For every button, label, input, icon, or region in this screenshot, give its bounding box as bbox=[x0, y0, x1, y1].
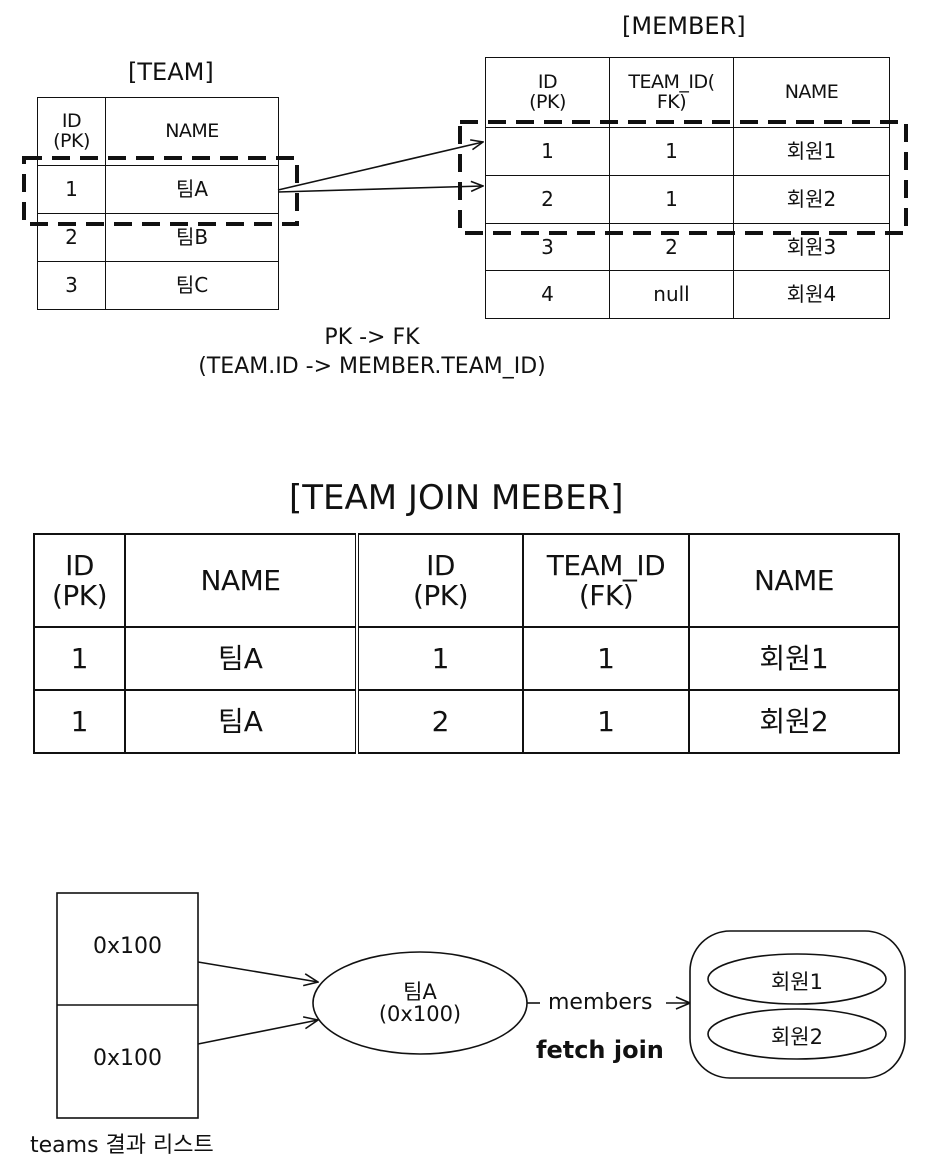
join-table: ID (PK) NAME ID (PK) TEAM_ID (FK) NAME 1… bbox=[33, 533, 900, 754]
member-cell-id: 1 bbox=[485, 127, 610, 176]
member-row: 1 1 회원1 bbox=[485, 127, 890, 176]
member-node bbox=[707, 953, 887, 1005]
list-to-team-arrow-1 bbox=[197, 961, 318, 982]
join-cell-member-team-id: 1 bbox=[522, 626, 690, 691]
team-row: 2 팀B bbox=[37, 213, 279, 262]
member-cell-team-id: 1 bbox=[609, 175, 734, 224]
join-header-member-name: NAME bbox=[688, 533, 900, 628]
member-node-label: 회원1 bbox=[770, 970, 823, 994]
team-row-highlight bbox=[22, 156, 299, 226]
member-cell-id: 2 bbox=[485, 175, 610, 224]
member-header-name: NAME bbox=[733, 57, 890, 128]
member-header-row: ID (PK) TEAM_ID( FK) NAME bbox=[485, 57, 890, 128]
team-cell-name: 팀A bbox=[105, 165, 279, 214]
team-header-id: ID (PK) bbox=[37, 97, 106, 166]
member-cell-team-id: null bbox=[609, 270, 734, 319]
fk-caption-line2: (TEAM.ID -> MEMBER.TEAM_ID) bbox=[198, 354, 546, 379]
team-node-label-line1: 팀A bbox=[403, 980, 437, 1004]
member-cell-name: 회원4 bbox=[733, 270, 890, 319]
join-cell-member-id: 2 bbox=[355, 689, 524, 754]
member-node-label: 회원2 bbox=[770, 1025, 823, 1049]
team-row: 1 팀A bbox=[37, 165, 279, 214]
join-header-team-id: ID (PK) bbox=[33, 533, 126, 628]
join-header-row: ID (PK) NAME ID (PK) TEAM_ID (FK) NAME bbox=[33, 533, 900, 628]
join-header-team-name: NAME bbox=[124, 533, 358, 628]
join-cell-member-team-id: 1 bbox=[522, 689, 690, 754]
join-cell-member-name: 회원1 bbox=[688, 626, 900, 691]
team-header-name: NAME bbox=[105, 97, 279, 166]
team-cell-name: 팀B bbox=[105, 213, 279, 262]
list-cell-value: 0x100 bbox=[92, 934, 162, 959]
team-row: 3 팀C bbox=[37, 261, 279, 310]
member-row: 4 null 회원4 bbox=[485, 270, 890, 319]
member-node bbox=[707, 1008, 887, 1060]
team-cell-id: 3 bbox=[37, 261, 106, 310]
team-header-row: ID (PK) NAME bbox=[37, 97, 279, 166]
team-cell-name: 팀C bbox=[105, 261, 279, 310]
team-node-label-line2: (0x100) bbox=[378, 1002, 462, 1026]
team-cell-id: 2 bbox=[37, 213, 106, 262]
member-cell-name: 회원1 bbox=[733, 127, 890, 176]
fk-caption-line1: PK -> FK bbox=[324, 325, 420, 350]
fk-arrow-1 bbox=[277, 142, 483, 191]
join-cell-team-id: 1 bbox=[33, 689, 126, 754]
list-to-team-arrow-2 bbox=[197, 1020, 318, 1045]
member-cell-name: 회원2 bbox=[733, 175, 890, 224]
fk-arrow-2 bbox=[277, 186, 483, 193]
members-edge-label: members bbox=[548, 990, 653, 1015]
team-table-title: [TEAM] bbox=[128, 58, 214, 86]
list-cell-value: 0x100 bbox=[92, 1046, 162, 1071]
join-header-member-id: ID (PK) bbox=[355, 533, 524, 628]
member-table: ID (PK) TEAM_ID( FK) NAME 1 1 회원1 2 1 회원… bbox=[485, 57, 890, 319]
join-header-member-team-id: TEAM_ID (FK) bbox=[522, 533, 690, 628]
join-cell-member-name: 회원2 bbox=[688, 689, 900, 754]
fetch-join-label: fetch join bbox=[536, 1036, 664, 1064]
join-cell-team-id: 1 bbox=[33, 626, 126, 691]
join-cell-team-name: 팀A bbox=[124, 689, 358, 754]
member-table-title: [MEMBER] bbox=[622, 12, 746, 40]
member-header-id: ID (PK) bbox=[485, 57, 610, 128]
member-row: 2 1 회원2 bbox=[485, 175, 890, 224]
join-table-title: [TEAM JOIN MEBER] bbox=[289, 478, 624, 518]
join-row: 1 팀A 1 1 회원1 bbox=[33, 626, 900, 691]
team-table: ID (PK) NAME 1 팀A 2 팀B 3 팀C bbox=[37, 97, 279, 310]
join-row: 1 팀A 2 1 회원2 bbox=[33, 689, 900, 754]
list-caption: teams 결과 리스트 bbox=[30, 1133, 214, 1158]
join-cell-team-name: 팀A bbox=[124, 626, 358, 691]
join-cell-member-id: 1 bbox=[355, 626, 524, 691]
